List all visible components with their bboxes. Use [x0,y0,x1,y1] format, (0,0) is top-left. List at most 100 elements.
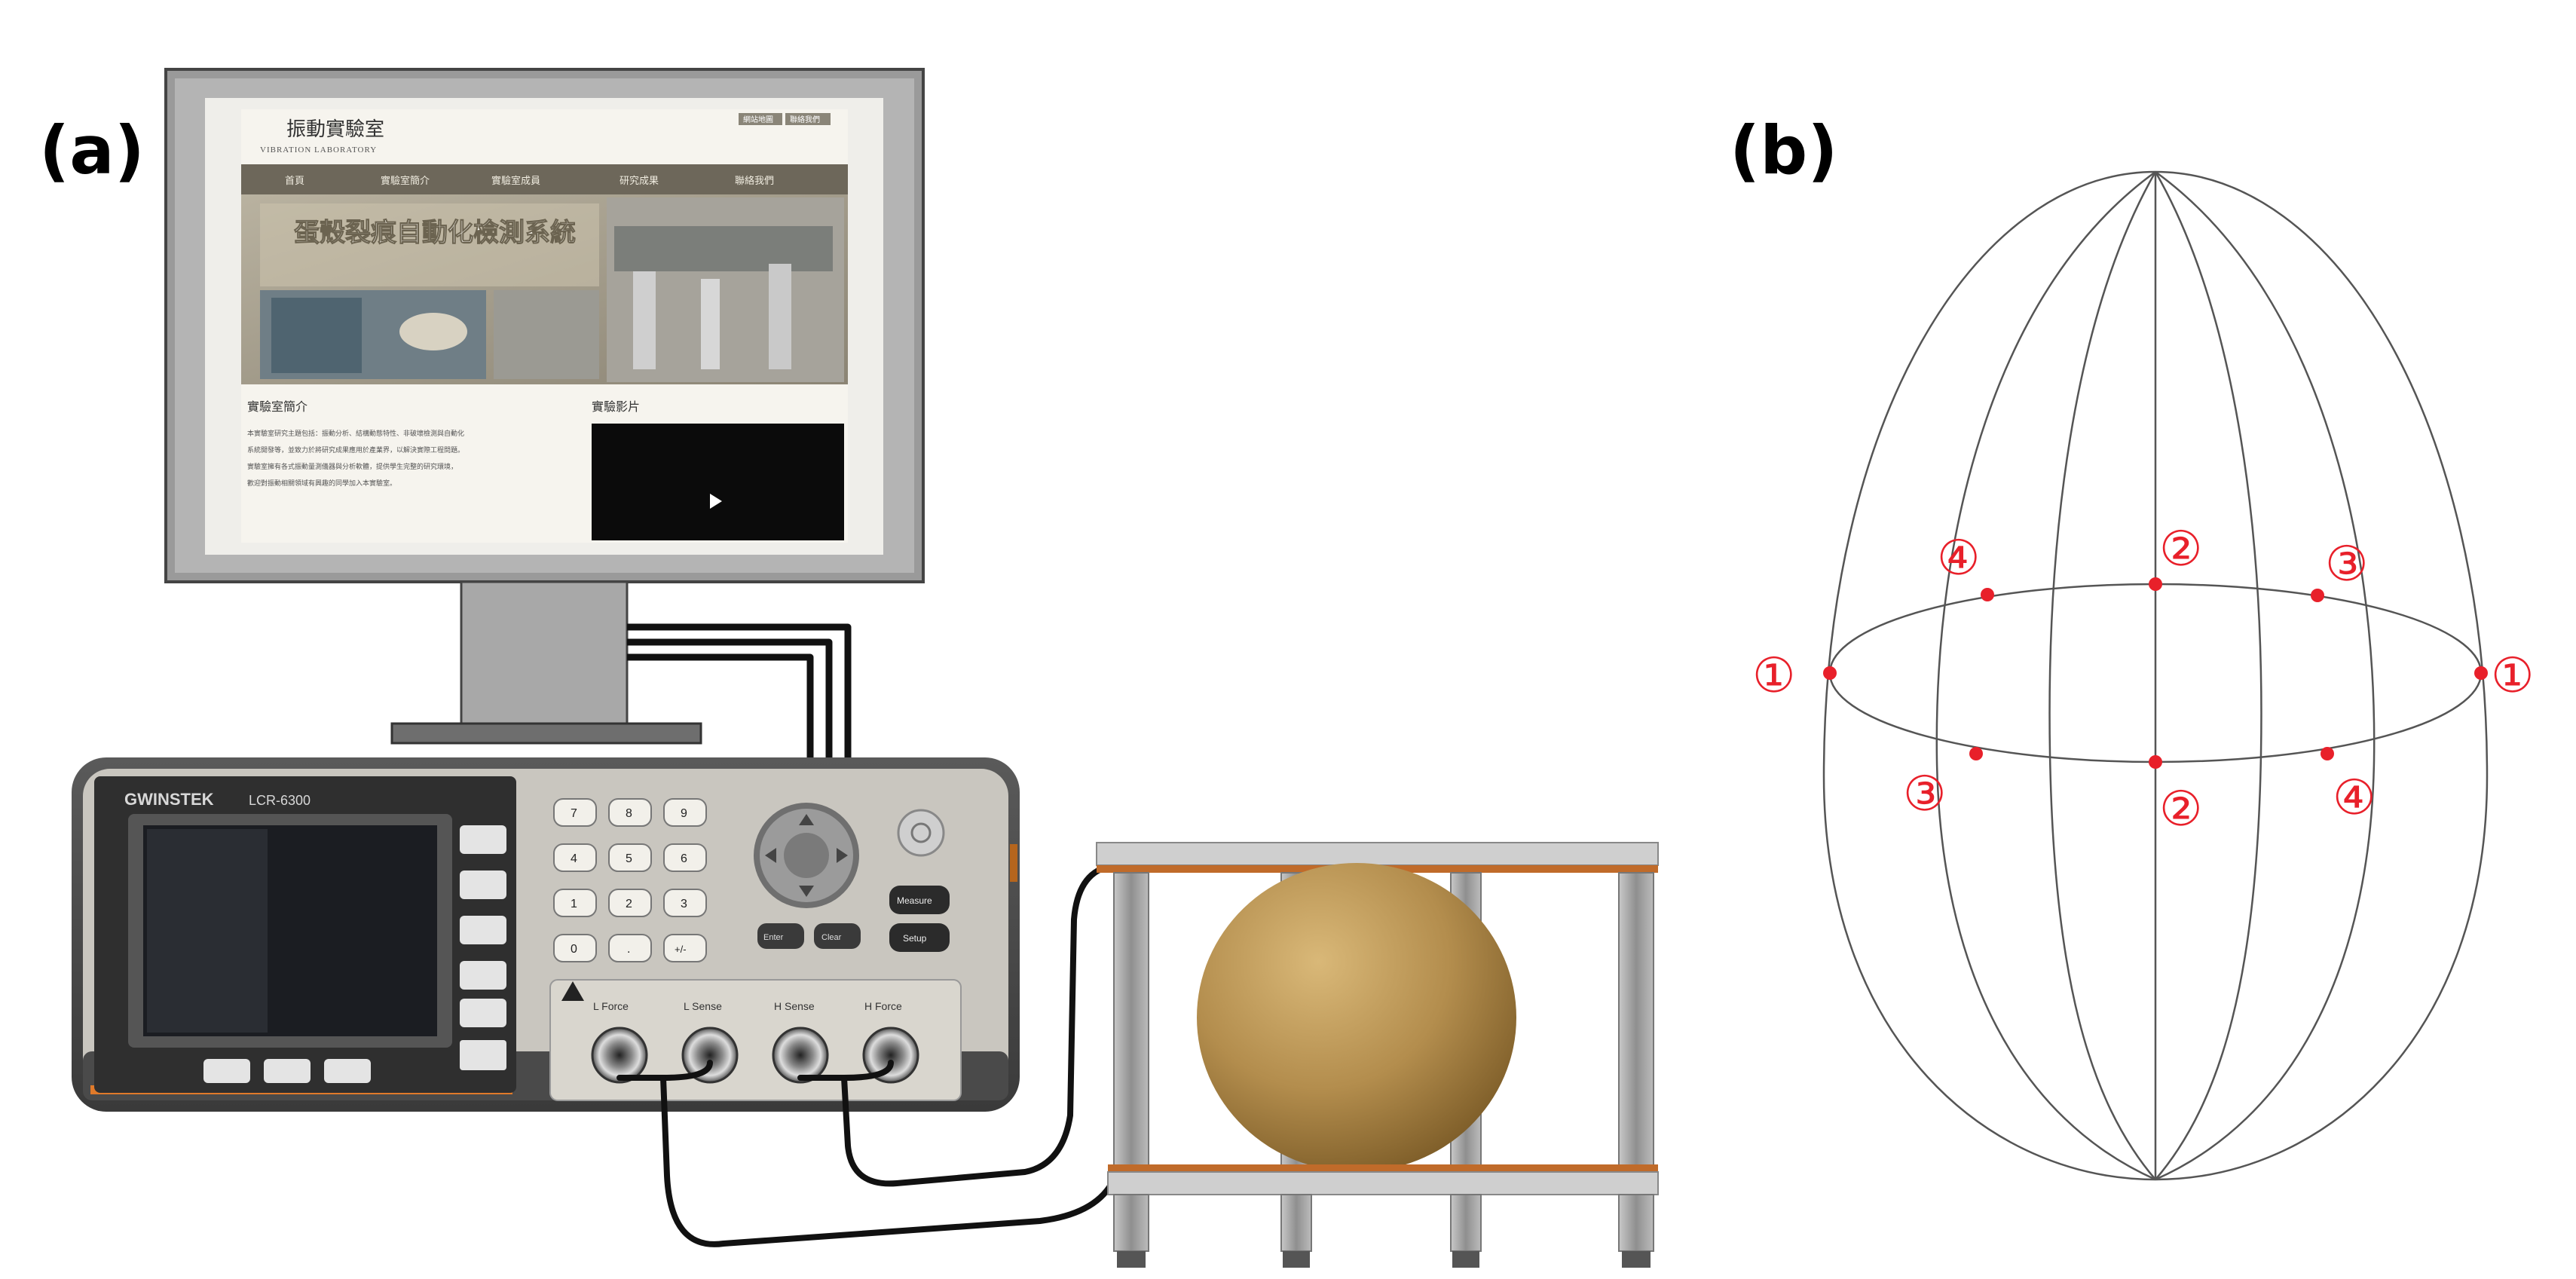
setup-button[interactable] [889,923,950,952]
key-sign[interactable] [663,934,707,962]
site-title-cn: 振動實驗室 [286,118,384,140]
key-2[interactable] [608,889,652,917]
egg-specimen [1197,863,1516,1172]
site-nav-home[interactable]: 首頁 [285,175,304,186]
l-force-connector[interactable] [591,1027,648,1084]
softkey-4[interactable] [460,961,506,990]
site-intro-line-1: 本實驗室研究主題包括：振動分析、結構動態特性、非破壞檢測與自動化 [247,429,464,437]
power-icon [910,822,932,843]
softkey-3[interactable] [460,916,506,944]
point-4-back-marker [1981,588,1994,601]
key-6[interactable] [663,843,707,872]
key-8-label: 8 [626,807,632,820]
point-3-front-marker [1969,747,1983,760]
setup-button-label: Setup [903,933,927,944]
panel-b-label: (b) [1730,112,1837,189]
point-1-left-label: ① [1752,648,1795,704]
usb-port[interactable] [460,1040,506,1070]
site-nav-research[interactable]: 研究成果 [620,175,659,186]
site-top-link-sitemap[interactable]: 網站地圖 [743,115,773,124]
point-4-back-label: ④ [1937,531,1980,586]
point-1-right-marker [2474,666,2488,680]
keypad: 7 8 9 4 5 6 1 2 3 0 . +/- [553,798,707,962]
h-sense-connector[interactable] [772,1027,829,1084]
power-button[interactable] [897,809,945,857]
key-9-label: 9 [681,807,687,820]
measure-button-label: Measure [897,895,932,906]
key-6-label: 6 [681,852,687,865]
key-5-label: 5 [626,852,632,865]
point-4-front-marker [2321,747,2334,760]
site-nav-about[interactable]: 實驗室簡介 [381,175,430,186]
terminal-label-l-force: L Force [593,1000,629,1012]
clear-button[interactable] [814,923,861,949]
point-3-front-label: ③ [1903,766,1946,822]
arrow-down-icon[interactable] [799,886,814,897]
arrow-up-icon[interactable] [799,814,814,825]
point-4-front-label: ④ [2333,770,2376,826]
point-3-back-marker [2311,589,2324,602]
key-1[interactable] [553,889,597,917]
key-7[interactable] [553,798,597,827]
h-force-connector[interactable] [862,1027,919,1084]
meridian-3 [2154,171,2262,1180]
meridian-4 [2155,170,2376,1181]
measurement-labels: ① ① ② ② ③ ③ ④ ④ [1752,522,2534,837]
bottom-key-2[interactable] [264,1059,311,1083]
key-4-label: 4 [571,852,577,865]
bottom-key-3[interactable] [324,1059,371,1083]
point-3-back-label: ③ [2325,537,2368,592]
site-banner-title: 蛋殼裂痕自動化檢測系統 [294,218,576,247]
key-2-label: 2 [626,898,632,910]
arrow-right-icon[interactable] [837,848,848,863]
key-4[interactable] [553,843,597,872]
meridian-1 [1935,170,2156,1181]
site-video-heading: 實驗影片 [592,399,640,414]
warning-icon [561,981,584,1001]
key-9[interactable] [663,798,707,827]
point-2-front-marker [2149,755,2162,769]
point-2-back-marker [2149,577,2162,591]
softkey-2[interactable] [460,871,506,899]
site-intro-line-3: 實驗室擁有各式振動量測儀器與分析軟體，提供學生完整的研究環境， [247,462,457,470]
egg-wireframe [1822,170,2489,1181]
website-screenshot: 振動實驗室 VIBRATION LABORATORY 網站地圖 聯絡我們 首頁 … [241,109,848,543]
key-dot-label: . [627,943,630,956]
key-8[interactable] [608,798,652,827]
key-1-label: 1 [571,898,577,910]
measure-button[interactable] [889,886,950,914]
key-5[interactable] [608,843,652,872]
key-7-label: 7 [571,807,577,820]
clear-button-label: Clear [821,933,842,942]
point-1-left-marker [1823,666,1837,680]
site-video-player[interactable] [592,424,844,540]
enter-button[interactable] [757,923,804,949]
dial-center-button[interactable] [784,833,829,878]
arrow-left-icon[interactable] [765,848,776,863]
site-nav-members[interactable]: 實驗室成員 [491,175,540,186]
site-top-link-contact[interactable]: 聯絡我們 [790,115,820,124]
bottom-key-1[interactable] [203,1059,250,1083]
terminal-label-l-sense: L Sense [684,1000,722,1012]
lcr-meter: GWINSTEK LCR-6300 7 [72,757,1020,1112]
key-dot[interactable] [608,934,652,962]
play-icon[interactable] [710,494,722,509]
test-fixture [1096,842,1659,1268]
monitor-cable [627,623,852,761]
key-0[interactable] [553,934,597,962]
site-nav-contact[interactable]: 聯絡我們 [735,175,774,186]
site-intro-heading: 實驗室簡介 [247,399,307,414]
panel-a-label: (a) [39,112,145,189]
l-sense-connector[interactable] [681,1027,739,1084]
model-label: LCR-6300 [249,793,311,808]
key-0-label: 0 [571,943,577,956]
key-3[interactable] [663,889,707,917]
site-intro-line-2: 系統開發等，並致力於將研究成果應用於產業界，以解決實際工程問題。 [247,445,464,454]
softkey-5[interactable] [460,999,506,1027]
brand-label: GWINSTEK [124,790,214,809]
softkey-1[interactable] [460,825,506,854]
point-2-front-label: ② [2159,782,2202,837]
measurement-points [1823,577,2488,769]
test-leads [616,864,1118,1247]
